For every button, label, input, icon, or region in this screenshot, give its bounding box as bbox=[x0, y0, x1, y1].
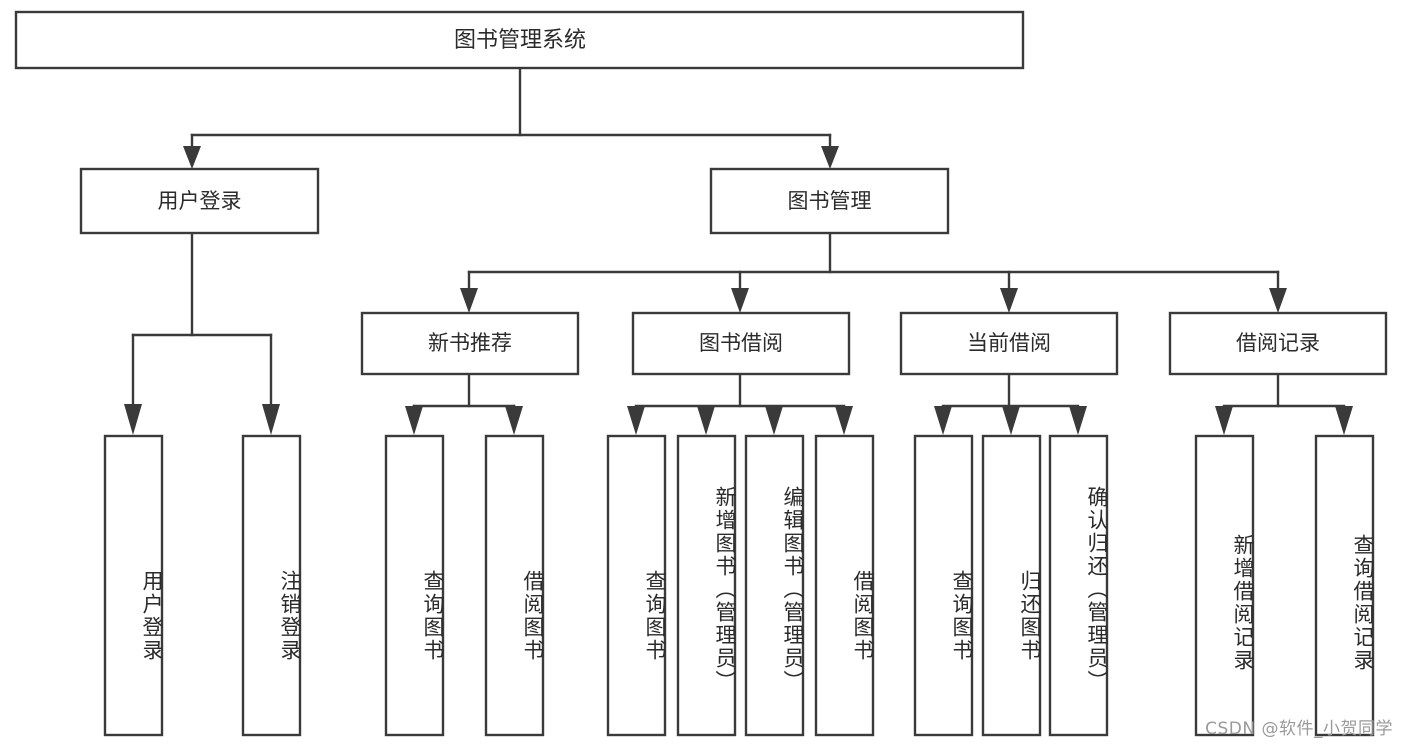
arrowhead-new-book-recommend bbox=[460, 288, 478, 313]
node-root[interactable] bbox=[14, 10, 1025, 70]
node-leaf-add-record[interactable] bbox=[1194, 434, 1255, 737]
node-leaf-query-book-2[interactable] bbox=[606, 434, 667, 737]
node-leaf-add-book[interactable] bbox=[676, 434, 737, 737]
node-user-login-label: 用户登录 bbox=[158, 189, 242, 213]
node-leaf-confirm-return[interactable] bbox=[1048, 434, 1109, 737]
arrowhead-leaf-add-book bbox=[697, 406, 715, 435]
arrowhead-leaf-user-login bbox=[124, 404, 142, 435]
node-new-book-recommend[interactable] bbox=[360, 311, 580, 376]
node-leaf-query-record[interactable] bbox=[1314, 434, 1375, 737]
arrowhead-leaf-query-book-2 bbox=[627, 406, 645, 435]
node-leaf-edit-book[interactable] bbox=[744, 434, 805, 737]
arrowhead-leaf-edit-book bbox=[765, 406, 783, 435]
arrowhead-book-borrow bbox=[731, 288, 749, 313]
node-book-borrow-label: 图书借阅 bbox=[699, 331, 783, 355]
node-book-borrow[interactable] bbox=[631, 311, 851, 376]
node-new-book-recommend-label: 新书推荐 bbox=[428, 331, 512, 355]
node-root-label: 图书管理系统 bbox=[454, 28, 586, 53]
node-leaf-query-book-1[interactable] bbox=[384, 434, 445, 737]
arrowhead-leaf-query-record bbox=[1335, 406, 1353, 435]
node-leaf-borrow-book-2[interactable] bbox=[814, 434, 875, 737]
arrowhead-leaf-logout bbox=[262, 404, 280, 435]
arrowhead-leaf-add-record bbox=[1215, 406, 1233, 435]
node-leaf-query-book-3[interactable] bbox=[913, 434, 974, 737]
node-current-borrow-label: 当前借阅 bbox=[967, 331, 1051, 355]
csdn-watermark: CSDN @软件_小贺同学 bbox=[1205, 719, 1393, 739]
node-borrow-record-label: 借阅记录 bbox=[1236, 331, 1320, 355]
arrowhead-leaf-borrow-book-1 bbox=[505, 406, 523, 435]
arrowhead-leaf-query-book-1 bbox=[405, 406, 423, 435]
arrowhead-borrow-record bbox=[1269, 288, 1287, 313]
node-book-management-label: 图书管理 bbox=[788, 189, 872, 213]
node-leaf-user-login[interactable] bbox=[103, 434, 164, 737]
arrowhead-leaf-confirm-return bbox=[1069, 406, 1087, 435]
node-leaf-logout[interactable] bbox=[241, 434, 302, 737]
arrowhead-leaf-borrow-book-2 bbox=[835, 406, 853, 435]
arrowhead-leaf-query-book-3 bbox=[934, 406, 952, 435]
arrowhead-current-borrow bbox=[1000, 288, 1018, 313]
node-borrow-record[interactable] bbox=[1168, 311, 1388, 376]
node-user-login[interactable] bbox=[79, 167, 320, 235]
node-current-borrow[interactable] bbox=[899, 311, 1119, 376]
arrowhead-leaf-return-book bbox=[1002, 406, 1020, 435]
arrowhead-user-login bbox=[183, 146, 201, 169]
arrowhead-book-management bbox=[821, 146, 839, 169]
node-leaf-return-book[interactable] bbox=[981, 434, 1042, 737]
node-book-management[interactable] bbox=[709, 167, 950, 235]
node-leaf-borrow-book-1[interactable] bbox=[484, 434, 545, 737]
